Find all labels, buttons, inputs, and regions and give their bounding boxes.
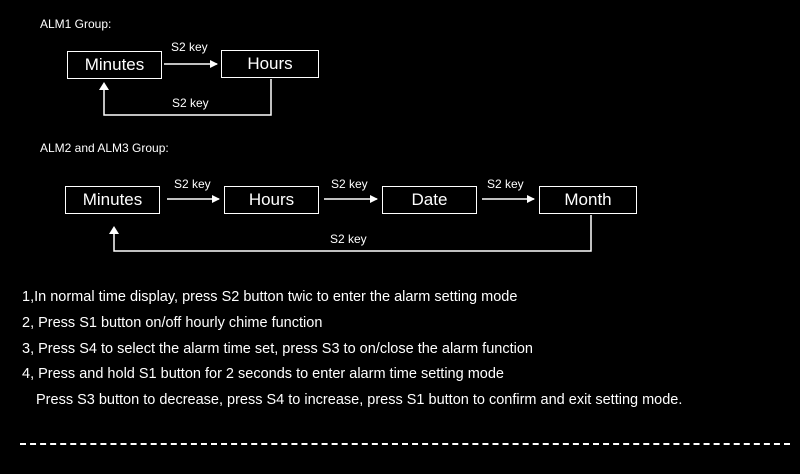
alm23-minutes-box: Minutes	[65, 186, 160, 214]
instruction-4-detail: Press S3 button to decrease, press S4 to…	[36, 392, 683, 408]
alm23-hours-box: Hours	[224, 186, 319, 214]
alm23-arrow-label-2: S2 key	[331, 177, 368, 191]
alm23-return-arrowhead	[109, 226, 119, 234]
instruction-4: 4, Press and hold S1 button for 2 second…	[22, 366, 504, 382]
instruction-3: 3, Press S4 to select the alarm time set…	[22, 341, 533, 357]
alm23-return-line	[113, 215, 592, 252]
alm23-month-box: Month	[539, 186, 637, 214]
alm1-group-title: ALM1 Group:	[40, 17, 112, 31]
alm1-minutes-box: Minutes	[67, 51, 162, 79]
alm23-return-label: S2 key	[330, 232, 367, 246]
alm1-return-label: S2 key	[172, 96, 209, 110]
instruction-2: 2, Press S1 button on/off hourly chime f…	[22, 315, 323, 331]
alm1-hours-box: Hours	[221, 50, 319, 78]
alm1-return-arrowhead	[99, 82, 109, 90]
instruction-1: 1,In normal time display, press S2 butto…	[22, 289, 518, 305]
alm1-arrow-label: S2 key	[171, 40, 208, 54]
alm23-arrow-label-3: S2 key	[487, 177, 524, 191]
alm1-return-line	[103, 79, 272, 116]
alm23-group-title: ALM2 and ALM3 Group:	[40, 141, 169, 155]
dashed-divider	[20, 443, 790, 445]
alm23-arrow-label-1: S2 key	[174, 177, 211, 191]
alm23-date-box: Date	[382, 186, 477, 214]
